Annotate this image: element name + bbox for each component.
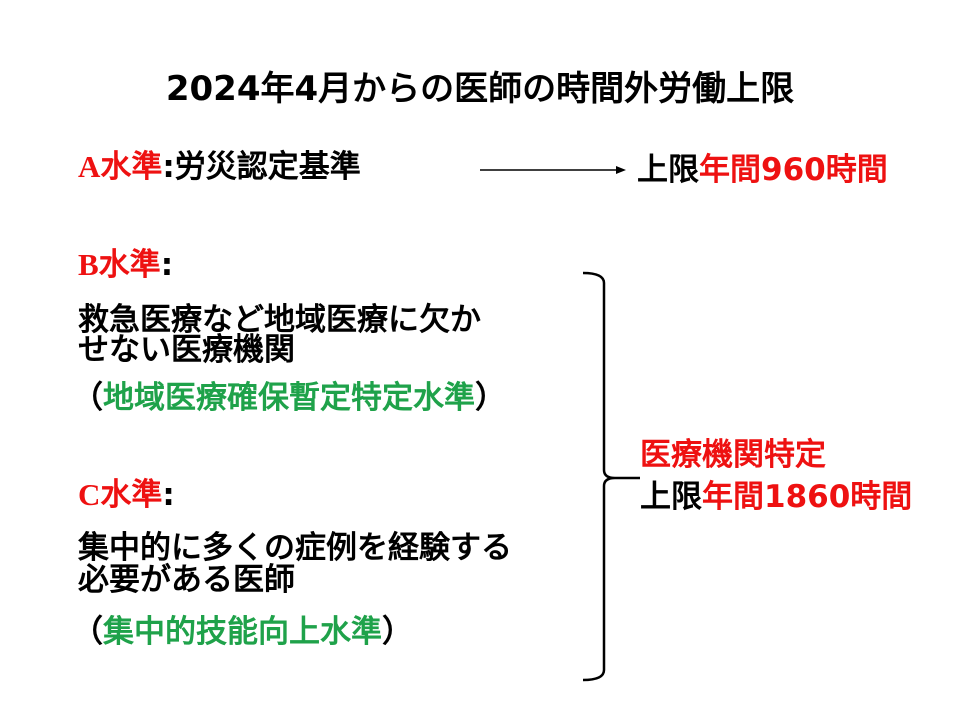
b-level-description-2: せない医療機関 xyxy=(78,332,295,368)
c-level-description-1: 集中的に多くの症例を経験する xyxy=(78,530,512,566)
b-level-official-name: 地域医療確保暫定特定水準 xyxy=(103,380,475,416)
bc-limit-scope: 医療機関特定 xyxy=(640,437,826,473)
paren-open: （ xyxy=(72,380,103,416)
c-level-label: C水準 xyxy=(78,477,163,512)
b-level-label: B水準 xyxy=(78,247,161,282)
a-level-row: A水準:労災認定基準 xyxy=(78,149,361,185)
b-level-official-name-row: （地域医療確保暫定特定水準） xyxy=(72,381,506,415)
limit-value: 年間1860時間 xyxy=(702,479,913,515)
paren-close: ） xyxy=(475,380,506,416)
paren-close: ） xyxy=(382,614,413,650)
b-level-heading: B水準: xyxy=(78,247,174,283)
bc-limit: 上限年間1860時間 xyxy=(640,480,912,514)
b-level-description-1: 救急医療など地域医療に欠か xyxy=(78,302,481,338)
limit-prefix: 上限 xyxy=(640,479,702,515)
colon: : xyxy=(162,477,175,513)
right-brace xyxy=(582,271,640,682)
c-level-official-name-row: （集中的技能向上水準） xyxy=(72,615,413,649)
a-level-label: A水準 xyxy=(78,149,163,184)
paren-open: （ xyxy=(72,614,103,650)
a-level-limit: 上限年間960時間 xyxy=(637,153,888,187)
colon: : xyxy=(160,247,174,283)
arrow-icon xyxy=(480,166,626,174)
page-title: 2024年4月からの医師の時間外労働上限 xyxy=(165,69,795,109)
colon: : xyxy=(162,149,175,185)
c-level-heading: C水準: xyxy=(78,477,175,513)
c-level-official-name: 集中的技能向上水準 xyxy=(103,614,382,650)
limit-value: 年間960時間 xyxy=(699,152,888,188)
c-level-description-2: 必要がある医師 xyxy=(78,562,295,598)
a-level-description: 労災認定基準 xyxy=(174,149,361,185)
limit-prefix: 上限 xyxy=(637,152,699,188)
